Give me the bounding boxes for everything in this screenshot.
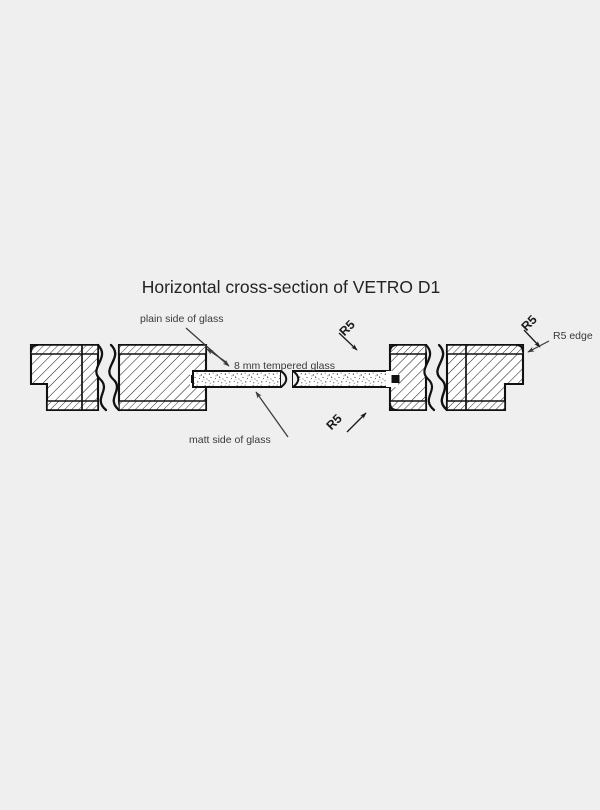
profile3-top-flange: [389, 344, 427, 355]
profile-section-left-outer: [29, 343, 100, 412]
profile1-radius-corner: [29, 343, 39, 353]
profile4-break-edge: [436, 344, 448, 411]
glass-segment-left: [192, 370, 282, 388]
leader-r5-bottom: [346, 412, 367, 433]
profile3-radius-bottom-left: [388, 402, 398, 412]
profile4-bottom-flange: [446, 400, 506, 411]
leader-matt-side: [255, 391, 289, 438]
page-title: Horizontal cross-section of VETRO D1: [142, 277, 441, 297]
profile-section-right-outer: [436, 343, 525, 412]
tempered-glass-panel: [192, 370, 400, 388]
leader-glass-thickness: [206, 348, 227, 363]
break-gap-1: [96, 345, 119, 410]
profile2-top-flange: [118, 344, 207, 355]
profile2-bottom-flange: [118, 400, 207, 411]
glass-break-right: [292, 370, 300, 388]
profile3-glass-tab: [391, 375, 400, 383]
leader-r5-top-right: [523, 329, 541, 348]
leader-lines: [185, 327, 550, 438]
label-plain-side-of-glass: plain side of glass: [140, 313, 223, 325]
profile3-radius-top-left: [388, 343, 398, 353]
radius-callout-bottom-left: R5: [324, 412, 345, 433]
profile2-break-edge: [108, 344, 120, 411]
profile4-radius-corner: [515, 343, 525, 353]
leader-r5-edge-note: [527, 340, 550, 353]
profile1-top-flange: [30, 344, 99, 355]
break-squiggle-2a: [423, 343, 436, 412]
profile-section-left-inner: [108, 343, 208, 412]
label-matt-side-of-glass: matt side of glass: [189, 434, 271, 446]
radius-callout-top-right: R5: [519, 313, 540, 334]
radius-callout-top-left: R5: [337, 318, 358, 339]
break-squiggle-1a-top: [95, 343, 108, 412]
profile3-bottom-flange: [389, 400, 427, 411]
glass-break-left: [280, 370, 288, 388]
profile1-bottom-flange: [46, 400, 99, 411]
label-r5-edge: R5 edge: [553, 330, 593, 342]
leader-r5-top-left: [338, 332, 358, 351]
label-glass-thickness: 8 mm tempered glass: [234, 360, 335, 372]
profile-section-right-inner: [386, 343, 428, 412]
profile4-top-flange: [446, 344, 524, 355]
glass-segment-right: [292, 370, 397, 388]
